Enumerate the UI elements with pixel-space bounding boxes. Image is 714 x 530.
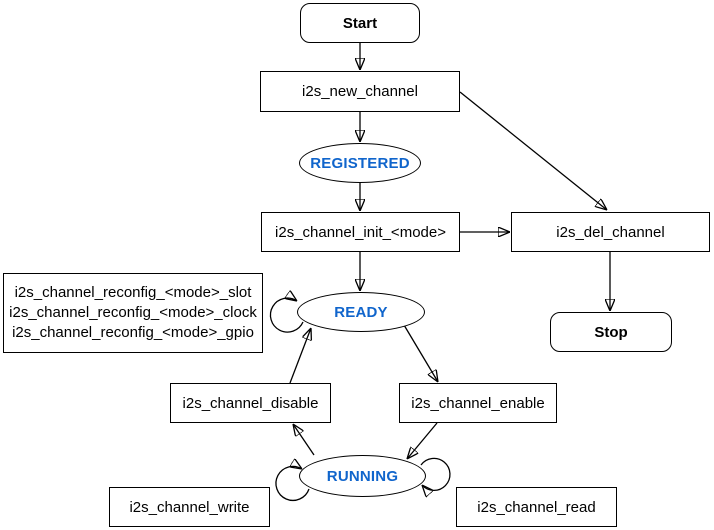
registered-state-node: REGISTERED <box>299 143 421 183</box>
i2s-channel-read-node: i2s_channel_read <box>456 487 617 527</box>
i2s-del-channel-label: i2s_del_channel <box>556 223 665 241</box>
reconfig-slot-label: i2s_channel_reconfig_<mode>_slot <box>14 284 252 301</box>
running-state-label: RUNNING <box>326 467 399 485</box>
start-node-label: Start <box>342 14 378 32</box>
arrow-disable-to-ready <box>289 328 311 384</box>
i2s-channel-write-node: i2s_channel_write <box>109 487 270 527</box>
i2s-channel-write-label: i2s_channel_write <box>129 498 250 516</box>
self-loop-running-right <box>420 457 451 490</box>
ready-state-node: READY <box>297 292 425 332</box>
stop-node-label: Stop <box>594 323 628 341</box>
i2s-channel-disable-label: i2s_channel_disable <box>182 394 319 412</box>
i2s-channel-disable-node: i2s_channel_disable <box>170 383 331 423</box>
self-loop-running-left <box>275 466 310 502</box>
arrow-enable-to-running <box>407 422 438 459</box>
running-state-node: RUNNING <box>299 455 426 497</box>
arrow-new-channel-to-del-channel <box>459 91 607 210</box>
i2s-channel-reconfig-node: i2s_channel_reconfig_<mode>_slot i2s_cha… <box>3 273 263 353</box>
arrow-running-to-disable <box>293 424 315 456</box>
i2s-channel-init-label: i2s_channel_init_<mode> <box>275 223 446 241</box>
i2s-channel-enable-node: i2s_channel_enable <box>399 383 557 423</box>
i2s-channel-enable-label: i2s_channel_enable <box>411 394 545 412</box>
self-loop-ready <box>269 298 304 333</box>
reconfig-gpio-label: i2s_channel_reconfig_<mode>_gpio <box>12 324 254 341</box>
reconfig-clock-label: i2s_channel_reconfig_<mode>_clock <box>9 304 257 321</box>
arrow-ready-to-enable <box>403 324 438 382</box>
stop-node: Stop <box>550 312 672 352</box>
i2s-new-channel-node: i2s_new_channel <box>260 71 460 112</box>
i2s-channel-read-label: i2s_channel_read <box>477 498 596 516</box>
i2s-channel-init-node: i2s_channel_init_<mode> <box>261 212 460 252</box>
ready-state-label: READY <box>334 303 388 321</box>
i2s-new-channel-label: i2s_new_channel <box>302 83 418 100</box>
start-node: Start <box>300 3 420 43</box>
i2s-del-channel-node: i2s_del_channel <box>511 212 710 252</box>
registered-state-label: REGISTERED <box>310 154 410 172</box>
